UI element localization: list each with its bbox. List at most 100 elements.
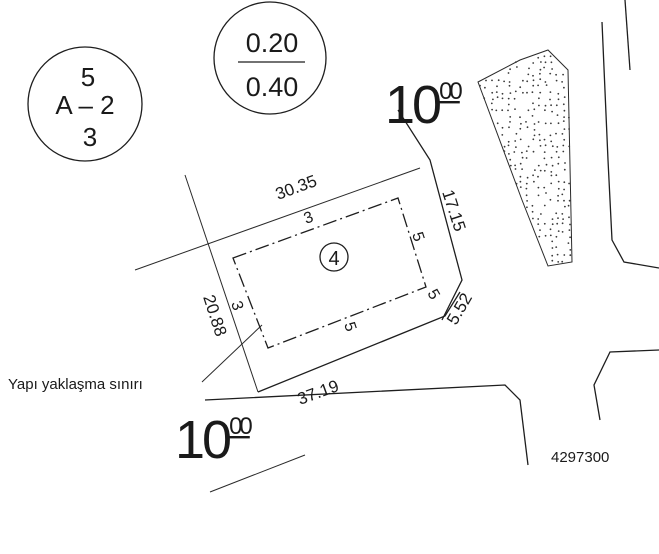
stipple-dot <box>568 182 570 185</box>
stipple-dot <box>555 174 558 177</box>
road-width-upper: 1000 <box>385 75 462 135</box>
stipple-dot <box>551 254 554 257</box>
stipple-dot <box>539 68 542 71</box>
stipple-dot <box>568 128 570 130</box>
stipple-dot <box>545 163 548 166</box>
stipple-dot <box>549 72 552 75</box>
stipple-dot <box>543 157 546 160</box>
stipple-dot <box>543 222 546 225</box>
road-width-lower-sup: 00 <box>229 413 252 440</box>
stipple-dot <box>509 92 512 94</box>
zoning-code-top: 5 <box>81 62 95 92</box>
stipple-dot <box>537 175 539 178</box>
stipple-dot <box>562 120 565 122</box>
setback-leader-line <box>201 324 263 383</box>
stipple-dot <box>567 204 570 207</box>
stipple-dot <box>562 218 564 221</box>
stipple-dot <box>563 168 566 171</box>
stipple-dot <box>501 126 504 129</box>
road-width-upper-sup: 00 <box>439 78 462 105</box>
stipple-dot <box>555 246 558 249</box>
stipple-dot <box>543 66 545 69</box>
stipple-dot <box>556 222 559 225</box>
stipple-dot <box>532 74 534 77</box>
stipple-dot <box>532 217 534 220</box>
stipple-dot <box>522 91 524 94</box>
stipple-dot <box>508 84 511 87</box>
stipple-dot <box>519 162 522 165</box>
stipple-dot <box>563 86 565 89</box>
stipple-dot <box>544 81 547 83</box>
stipple-dot <box>537 223 540 226</box>
stipple-dot <box>531 204 534 207</box>
stipple-dot <box>551 240 554 243</box>
stipple-dot <box>514 90 517 93</box>
stipple-dot <box>509 116 512 118</box>
stipple-dot <box>549 91 552 93</box>
stipple-dot <box>563 181 566 184</box>
setback-label: Yapı yaklaşma sınırı <box>8 376 143 393</box>
stipple-dot <box>551 68 553 70</box>
stipple-dot <box>507 103 510 106</box>
stipple-dot <box>544 144 547 147</box>
stipple-dot <box>509 158 512 161</box>
stipple-dot <box>538 235 541 238</box>
stipple-dot <box>563 128 566 131</box>
stipple-dot <box>557 162 560 165</box>
stipple-dot <box>543 55 546 58</box>
stipple-dot <box>534 169 536 172</box>
stipple-dot <box>491 91 494 94</box>
setback-top: 3 <box>302 209 316 228</box>
stipple-dot <box>555 212 558 215</box>
stipple-dot <box>513 151 516 153</box>
stipple-dot <box>526 80 529 83</box>
stipple-dot <box>515 146 517 149</box>
stipple-dot <box>561 222 564 225</box>
stipple-dot <box>540 213 542 215</box>
stipple-dot <box>563 254 566 256</box>
stipple-dot <box>550 174 553 177</box>
stipple-dot <box>544 104 547 107</box>
stipple-dot <box>514 164 516 167</box>
stipple-dot <box>561 133 564 135</box>
zoning-code-circle <box>27 46 143 162</box>
stipple-dot <box>551 145 554 148</box>
stipple-dot <box>539 169 542 172</box>
stipple-dot <box>545 84 548 86</box>
coordinate-label: 4297300 <box>551 449 609 466</box>
stipple-dot <box>550 61 553 64</box>
stipple-dot <box>527 109 530 112</box>
stipple-dot <box>543 151 546 154</box>
stipple-dot <box>532 84 535 87</box>
stipple-dot <box>532 150 535 153</box>
stipple-dot <box>519 180 522 183</box>
stipple-dot <box>555 73 557 76</box>
stipple-dot <box>569 223 571 226</box>
dimension-left-edge: 20.88 <box>199 292 230 338</box>
setback-right: 5 <box>408 230 427 244</box>
stipple-dot <box>514 61 517 64</box>
stipple-dot <box>507 109 509 112</box>
setback-bottom: 5 <box>340 320 359 334</box>
stipple-dot <box>501 134 504 136</box>
stipple-dot <box>564 205 566 208</box>
stipple-dot <box>544 61 547 64</box>
stipple-dot <box>519 175 522 178</box>
stipple-dot <box>521 151 523 154</box>
stipple-dot <box>551 223 554 226</box>
stipple-dot <box>527 73 530 76</box>
stipple-dot <box>563 138 566 141</box>
stipple-dot <box>526 91 528 94</box>
stipple-dot <box>515 182 518 185</box>
stipple-dot <box>557 156 560 159</box>
stipple-dot <box>556 114 559 116</box>
stipple-dot <box>568 116 570 119</box>
parcel-boundary-bottom <box>257 291 461 393</box>
stipple-dot <box>549 228 552 231</box>
stipple-dot <box>526 206 528 209</box>
stipple-dot <box>569 249 572 251</box>
stipple-dot <box>514 168 517 170</box>
stipple-dot <box>562 150 565 153</box>
stipple-dot <box>525 194 528 197</box>
stipple-dot <box>519 116 521 119</box>
